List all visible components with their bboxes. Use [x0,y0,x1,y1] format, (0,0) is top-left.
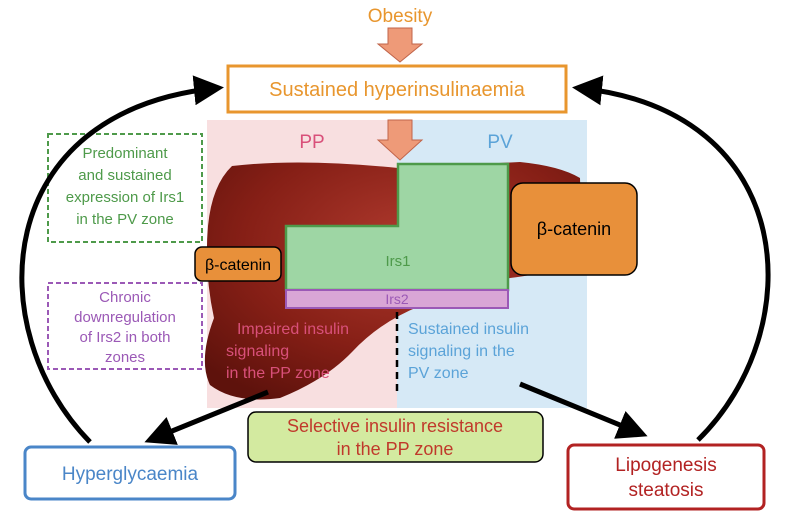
pv-signaling-line-2: signaling in the [408,343,515,360]
irs1-expression-note [47,133,203,243]
lipogenesis-line-1: Lipogenesis [615,455,716,476]
pv-signaling-line-3: PV zone [408,365,469,382]
obesity-label: Obesity [368,6,433,27]
pv-zone-label: PV [487,132,513,153]
hyperinsulinaemia-box [226,64,568,114]
irs2-label: Irs2 [385,291,409,307]
pv-signaling-line-1: Sustained insulin [408,321,529,338]
obesity-arrow-icon [376,27,424,63]
irs2-note-line-2: downregulation [74,309,176,326]
irs1-note-line-3: expression of Irs1 [66,189,184,206]
feedback-arrow-right [572,75,771,442]
beta-catenin-left-label: β-catenin [205,257,271,274]
pp-zone-label: PP [299,132,324,153]
resistance-line-1: Selective insulin resistance [287,416,503,436]
irs2-note-line-4: zones [105,349,145,366]
irs1-label: Irs1 [385,253,410,270]
arrow-pv-to-lipogenesis [519,381,648,439]
irs1-note-line-1: Predominant [82,145,168,162]
lipogenesis-line-2: steatosis [629,480,704,501]
pp-signaling-line-1: Impaired insulin [237,321,349,338]
irs2-note-line-3: of Irs2 in both [80,329,171,346]
pp-signaling-line-2: signaling [226,343,289,360]
resistance-line-2: in the PP zone [337,439,454,459]
feedback-arrow-left [19,75,224,444]
hyperglycaemia-label: Hyperglycaemia [62,464,199,485]
hyperglycaemia-box [23,445,237,501]
irs2-downregulation-note [47,282,203,370]
insulin-resistance-box [247,411,544,463]
irs2-note-line-1: Chronic [99,289,151,306]
beta-catenin-right-label: β-catenin [537,219,611,239]
insulin-arrow-icon [376,119,424,161]
lipogenesis-box [566,443,766,511]
beta-catenin-left-box [194,246,282,282]
hyperinsulinaemia-label: Sustained hyperinsulinaemia [269,79,526,101]
arrow-pp-to-hyperglycaemia [144,389,269,445]
pp-signaling-line-3: in the PP zone [226,365,330,382]
irs2-region [285,289,509,309]
irs1-note-line-4: in the PV zone [76,211,174,228]
irs1-note-line-2: and sustained [78,167,171,184]
beta-catenin-right-box [510,182,638,276]
